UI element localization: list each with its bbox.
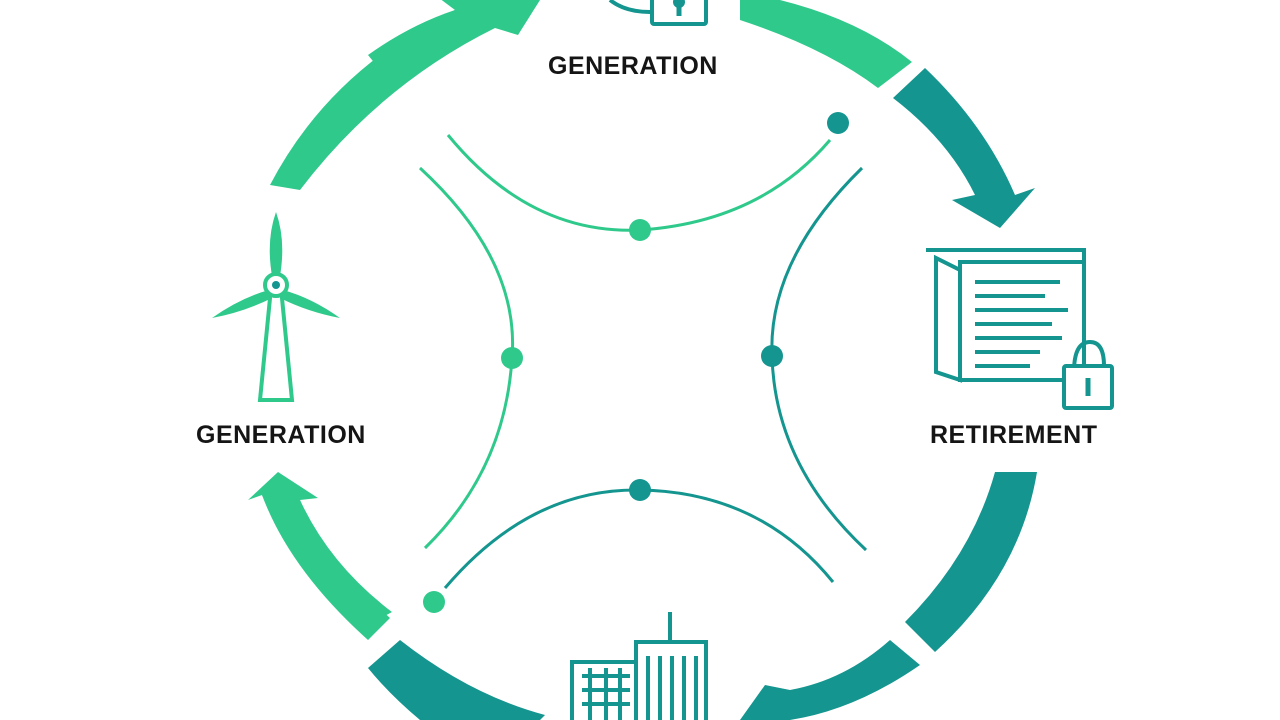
- padlock-icon: [608, 0, 708, 26]
- cycle-ring: [248, 0, 1037, 720]
- cycle-segment-left-lower: [262, 495, 390, 640]
- node-bottom-left: [423, 591, 445, 613]
- inner-curve-left: [418, 166, 515, 550]
- cycle-arrow-bottom-right: [740, 640, 920, 720]
- node-right: [761, 345, 783, 367]
- node-bottom: [629, 479, 651, 501]
- inner-curve-right: [770, 166, 868, 552]
- node-left: [501, 347, 523, 369]
- wind-turbine-icon: [212, 212, 340, 402]
- document-lock-icon: [926, 248, 1114, 410]
- inner-connections: [418, 134, 868, 589]
- inner-curve-bottom: [443, 488, 835, 589]
- cycle-segment-top-left-upper: [368, 10, 470, 82]
- cycle-segment-bottom-left: [368, 640, 545, 720]
- cycle-arrow-top-left: [270, 0, 540, 190]
- node-top-right: [827, 112, 849, 134]
- cycle-segment-top-right: [740, 0, 912, 88]
- cycle-segment-right-lower: [905, 472, 1037, 652]
- node-top: [629, 219, 651, 241]
- stage-label-left: GENERATION: [196, 421, 366, 449]
- stage-label-right: RETIREMENT: [930, 421, 1098, 449]
- inner-nodes: [423, 112, 849, 613]
- cycle-arrow-right-upper: [893, 68, 1035, 228]
- stage-label-top: GENERATION: [548, 52, 718, 80]
- buildings-icon: [570, 612, 708, 720]
- inner-curve-top: [446, 134, 832, 232]
